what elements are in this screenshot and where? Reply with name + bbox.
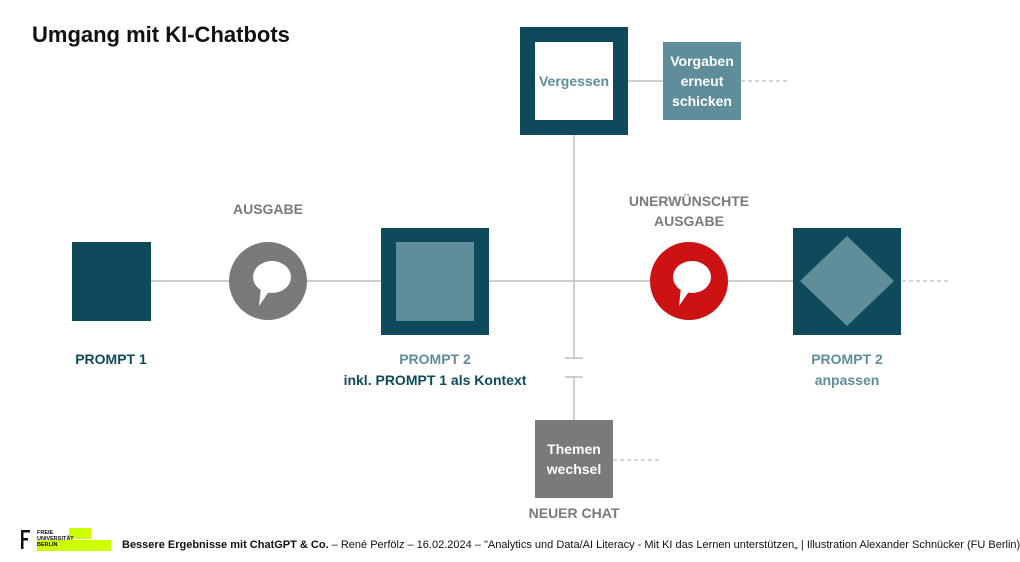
speech-bubble-icon [253, 261, 291, 306]
logo-line1: FREIE [37, 530, 54, 536]
vorgaben-line2: erneut [680, 73, 724, 89]
vorgaben-line1: Vorgaben [670, 53, 734, 69]
unerwuenscht-label-line1: UNERWÜNSCHTE [628, 193, 750, 209]
prompt2-inner-square [396, 242, 474, 321]
footer-credits: Bessere Ergebnisse mit ChatGPT & Co. – R… [122, 539, 1020, 551]
speech-bubble-icon [673, 261, 711, 306]
page-title: Umgang mit KI-Chatbots [32, 22, 290, 47]
vorgaben-line3: schicken [672, 93, 732, 109]
themen-node: Themen wechsel [535, 420, 613, 498]
prompt2-label-line2: inkl. PROMPT 1 als Kontext [343, 372, 527, 388]
footer-rest: – René Perfölz – 16.02.2024 – "Analytics… [328, 539, 1020, 551]
prompt1-square [72, 242, 151, 321]
prompt1-label: PROMPT 1 [75, 351, 147, 367]
vergessen-label: Vergessen [538, 73, 610, 89]
neuer-chat-label: NEUER CHAT [528, 505, 620, 521]
themen-line1: Themen [547, 441, 601, 457]
vorgaben-node: Vorgaben erneut schicken [663, 42, 741, 120]
themen-line2: wechsel [546, 461, 602, 477]
prompt2-anpassen-diamond [800, 236, 894, 326]
prompt2-label-line1: PROMPT 2 [399, 351, 471, 367]
prompt2-anpassen-label-line2: anpassen [814, 372, 880, 388]
logo-graphic-icon [21, 528, 111, 551]
prompt2-anpassen-label-line1: PROMPT 2 [811, 351, 883, 367]
vorgaben-box [663, 42, 741, 120]
vergessen-inner [535, 42, 613, 120]
vergessen-node: Vergessen [535, 42, 613, 120]
logo-line3: BERLIN [37, 542, 58, 548]
footer-bold-title: Bessere Ergebnisse mit ChatGPT & Co. [122, 539, 329, 551]
ausgabe-label: AUSGABE [232, 201, 303, 217]
logo-line2: UNIVERSITÄT [37, 536, 74, 542]
fu-berlin-logo: FREIE UNIVERSITÄT BERLIN [21, 528, 111, 552]
themen-box [535, 420, 613, 498]
unerwuenscht-label-line2: AUSGABE [653, 213, 724, 229]
